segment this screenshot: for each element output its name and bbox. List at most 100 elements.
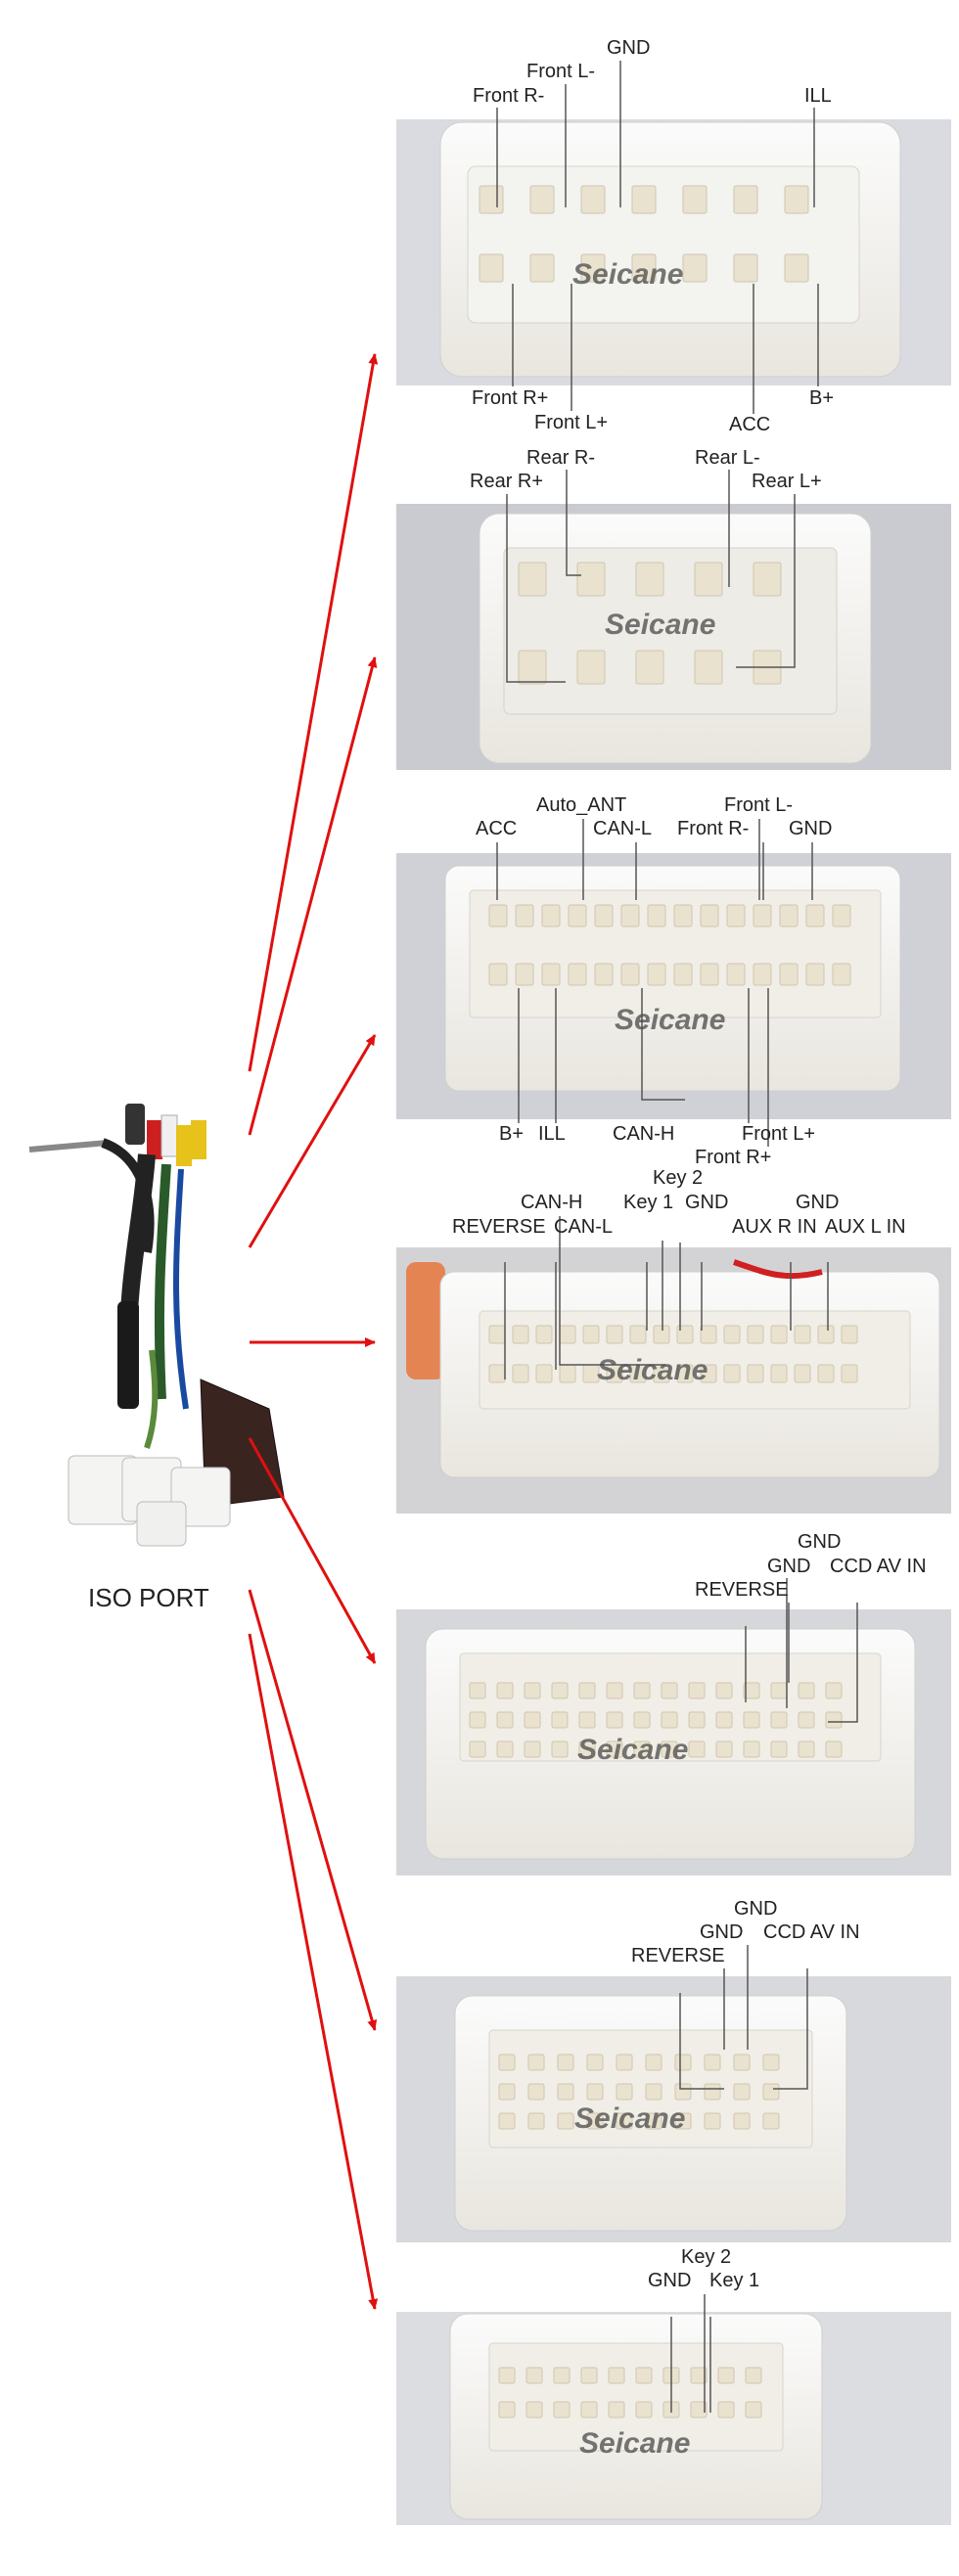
pin-cell [717,2401,735,2418]
pin-cell [580,2401,598,2418]
pin-cell [688,1711,706,1729]
pin-cell [529,253,555,283]
label-ill: ILL [804,85,832,107]
pin-cell [673,904,693,927]
label-ill-2: ILL [538,1123,566,1145]
label-reverse-3: REVERSE [631,1945,725,1966]
pin-cell [715,1711,733,1729]
pin-cell [770,1682,788,1699]
pin-cell [631,185,657,214]
watermark-6: Seicane [574,2102,685,2135]
pin-cell [578,1740,596,1758]
label-can-h: CAN-H [613,1123,675,1145]
pin-cell [726,904,746,927]
arrow-to-panel-3 [248,1034,377,1248]
pin-cell [553,2401,571,2418]
pin-cell [762,2054,780,2071]
pin-cell [479,253,504,283]
pin-cell [512,1325,529,1344]
pin-cell [798,1682,815,1699]
pin-cell [488,1325,506,1344]
pin-cell [496,1740,514,1758]
pin-cell [629,1325,647,1344]
pin-cell [747,1325,764,1344]
label-auto-ant: Auto_ANT [536,794,627,816]
pin-cell [743,1711,760,1729]
pin-cell [673,963,693,986]
pin-cell [559,1364,576,1383]
pin-cell [633,1711,651,1729]
label-b-plus-2: B+ [499,1123,525,1145]
pin-cell [784,253,809,283]
pin-cell [717,2367,735,2384]
label-gnd-3: GND [796,1192,840,1213]
pin-cell [586,2083,604,2101]
pin-cell [557,2054,574,2071]
label-front-r-plus-2: Front R+ [695,1147,772,1168]
pin-cell [551,1711,569,1729]
pin-cell [770,1364,788,1383]
pin-cell [498,2401,516,2418]
pin-cell [700,904,719,927]
label-key-1: Key 1 [623,1192,674,1213]
pin-cell [676,1325,694,1344]
pin-cell [694,650,723,685]
label-can-l: CAN-L [593,818,653,839]
pin-cell [635,562,664,597]
label-rear-r-minus: Rear R- [526,447,596,469]
watermark-4: Seicane [597,1354,708,1386]
pin-cell [524,1711,541,1729]
pin-cell [606,1682,623,1699]
pin-cell [688,1740,706,1758]
label-can-l-2: CAN-L [554,1216,614,1238]
panel-3-photo [396,853,951,1119]
pin-cell [745,2401,762,2418]
pin-cell [700,1364,717,1383]
pin-cell [620,963,640,986]
pin-cell [805,963,825,986]
pin-cell [620,904,640,927]
label-gnd-5: GND [798,1531,842,1553]
pin-cell [580,2367,598,2384]
pin-cell [690,2401,708,2418]
pin-cells [469,185,858,2418]
pin-cell [645,2054,662,2071]
pin-cell [779,963,799,986]
arrow-to-panel-6 [248,1589,378,2031]
label-aux-r-in: AUX R IN [732,1216,817,1238]
label-reverse-2: REVERSE [695,1579,789,1601]
pin-cell [633,1682,651,1699]
pin-cell [723,1364,741,1383]
pin-cell [551,1682,569,1699]
watermark-3: Seicane [615,1004,725,1036]
pin-cell [798,1740,815,1758]
pin-cell [551,1740,569,1758]
arrow-to-panel-7 [248,1633,379,2310]
pin-cell [661,1682,678,1699]
pin-cell [704,2083,721,2101]
pin-cell [631,253,657,283]
pin-cell [762,2083,780,2101]
pin-cell [568,904,587,927]
pin-cell [832,963,851,986]
pin-cell [527,2054,545,2071]
pin-cell [733,253,758,283]
pin-cell [586,2054,604,2071]
pin-cell [704,2112,721,2130]
label-reverse: REVERSE [452,1216,546,1238]
pin-cell [745,2367,762,2384]
watermark-5: Seicane [577,1734,688,1766]
label-can-h-2: CAN-H [521,1192,583,1213]
pin-cell [559,1325,576,1344]
pin-cell [700,1325,717,1344]
pin-cell [726,963,746,986]
pin-cell [535,1325,553,1344]
pin-cell [784,185,809,214]
pin-cell [715,1682,733,1699]
label-key-2: Key 2 [653,1167,704,1189]
pin-cell [594,963,614,986]
pin-cell [479,185,504,214]
pin-cell [633,1740,651,1758]
label-rear-l-minus: Rear L- [695,447,760,469]
